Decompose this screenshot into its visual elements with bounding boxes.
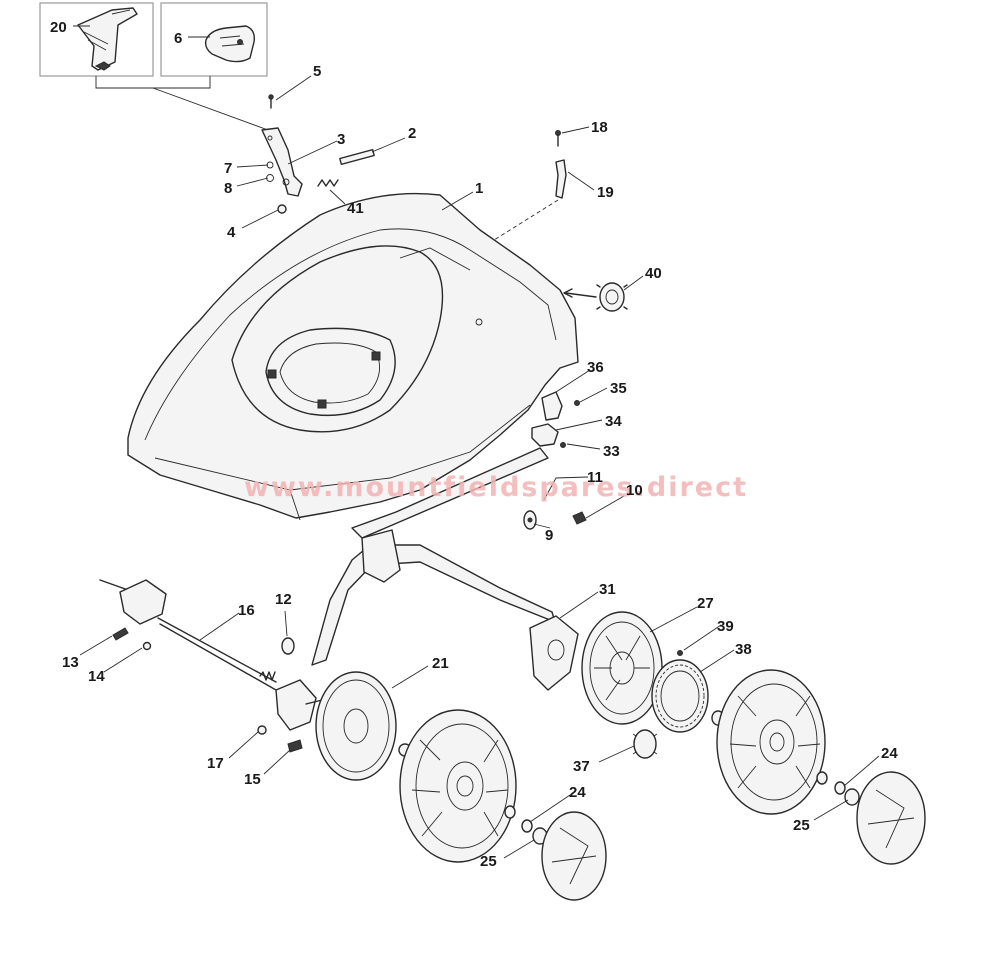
callout-14: 14 bbox=[88, 668, 105, 685]
part-37-pinion bbox=[632, 729, 658, 759]
part-24-right-washer bbox=[834, 781, 846, 795]
callout-2: 2 bbox=[408, 125, 416, 142]
callout-16: 16 bbox=[238, 602, 255, 619]
right-wheel-washer bbox=[816, 771, 828, 785]
callout-33: 33 bbox=[603, 443, 620, 460]
callout-13: 13 bbox=[62, 654, 79, 671]
callout-27: 27 bbox=[697, 595, 714, 612]
part-3-height-lever bbox=[261, 127, 303, 197]
callout-8: 8 bbox=[224, 180, 232, 197]
part-14-nut bbox=[142, 641, 152, 651]
callout-1: 1 bbox=[475, 180, 483, 197]
part-13-screw bbox=[112, 627, 129, 641]
part-9-washer bbox=[523, 510, 537, 530]
right-hub-cap bbox=[856, 771, 926, 865]
callout-19: 19 bbox=[597, 184, 614, 201]
callout-12: 12 bbox=[275, 591, 292, 608]
callout-31: 31 bbox=[599, 581, 616, 598]
part-36-bracket bbox=[541, 391, 563, 421]
callout-5: 5 bbox=[313, 63, 321, 80]
part-25-right-nut bbox=[844, 788, 860, 806]
leader-lines bbox=[73, 25, 880, 859]
part-38-gear-ring bbox=[651, 659, 709, 733]
inset-part-20 bbox=[39, 2, 154, 77]
parts-10-11-bolt bbox=[572, 511, 587, 525]
part-1-deck bbox=[127, 192, 579, 521]
part-34-clip bbox=[531, 423, 559, 447]
part-40-drive-gear bbox=[596, 282, 628, 312]
callout-34: 34 bbox=[605, 413, 622, 430]
part-39-screw bbox=[677, 650, 683, 656]
callout-7: 7 bbox=[224, 160, 232, 177]
left-hub-cap bbox=[541, 811, 607, 901]
callout-18: 18 bbox=[591, 119, 608, 136]
callout-40: 40 bbox=[645, 265, 662, 282]
callout-11: 11 bbox=[587, 469, 603, 486]
part-19-pin bbox=[555, 159, 567, 199]
direction-arrow bbox=[563, 288, 597, 298]
part-18-screw bbox=[555, 130, 561, 147]
callout-38: 38 bbox=[735, 641, 752, 658]
part-21-wheel-disc bbox=[315, 671, 397, 781]
callout-21: 21 bbox=[432, 655, 449, 672]
part-27-drive-disc bbox=[581, 611, 663, 725]
callout-9: 9 bbox=[545, 527, 553, 544]
part-17-nut bbox=[257, 725, 267, 735]
callout-17: 17 bbox=[207, 755, 224, 772]
watermark: www.mountfieldspares.direct bbox=[244, 472, 748, 503]
callout-6: 6 bbox=[174, 30, 182, 47]
part-5-screw bbox=[268, 94, 274, 109]
callout-24-right: 24 bbox=[881, 745, 898, 762]
callout-4: 4 bbox=[227, 224, 236, 241]
callout-20: 20 bbox=[50, 19, 67, 36]
inset-connector bbox=[95, 76, 269, 131]
callout-35: 35 bbox=[610, 380, 627, 397]
callout-10: 10 bbox=[626, 482, 643, 499]
callout-41: 41 bbox=[347, 200, 364, 217]
part-35-screw bbox=[574, 400, 580, 406]
callout-25-right: 25 bbox=[793, 817, 810, 834]
callout-25-left: 25 bbox=[480, 853, 497, 870]
inset-part-6 bbox=[160, 2, 268, 77]
left-wheel bbox=[398, 709, 517, 863]
callout-36: 36 bbox=[587, 359, 604, 376]
callout-39: 39 bbox=[717, 618, 734, 635]
part-15-screw bbox=[287, 739, 303, 753]
callout-15: 15 bbox=[244, 771, 261, 788]
part-4-nut bbox=[277, 204, 287, 214]
part-33-screw bbox=[560, 442, 566, 448]
part-16-rear-axle bbox=[99, 579, 323, 731]
callout-37: 37 bbox=[573, 758, 590, 775]
part-12-bush bbox=[281, 637, 295, 655]
left-wheel-washer bbox=[504, 805, 516, 819]
part-2-pin bbox=[339, 149, 375, 165]
callout-3: 3 bbox=[337, 131, 345, 148]
right-wheel bbox=[711, 669, 826, 815]
part-41-spring bbox=[317, 179, 339, 187]
part-31-axle-bar bbox=[311, 447, 579, 691]
part-24-left-washer bbox=[521, 819, 533, 833]
callout-24-left: 24 bbox=[569, 784, 586, 801]
callout-labels: 20 6 5 2 3 7 8 4 41 1 18 19 40 36 35 34 … bbox=[50, 19, 898, 870]
